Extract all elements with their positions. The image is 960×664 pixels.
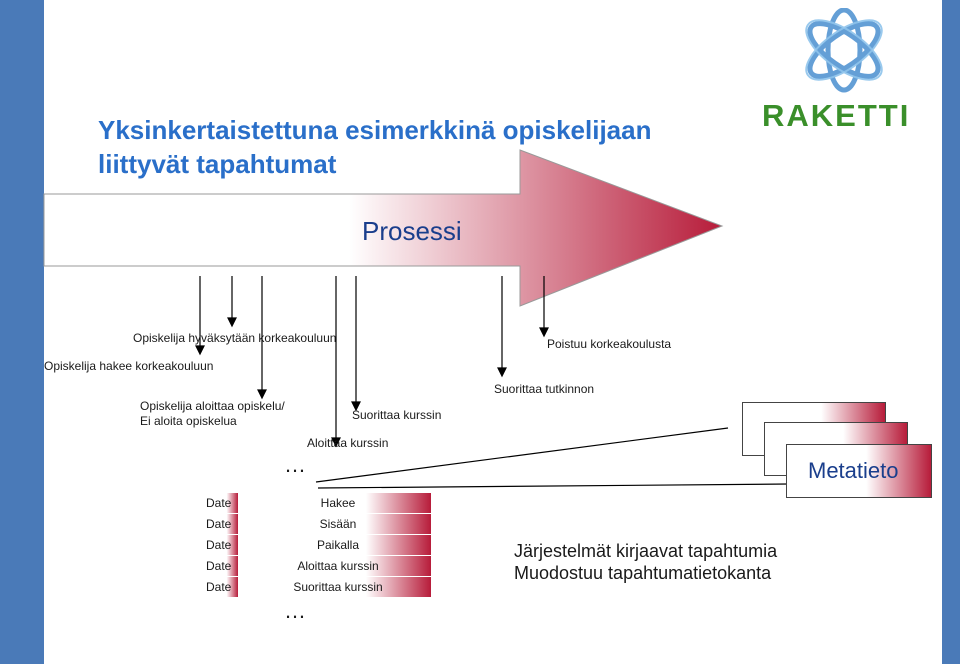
left-accent-bar: [0, 0, 44, 664]
process-label: Prosessi: [362, 216, 462, 246]
event-hakee: Opiskelija hakee korkeakouluun: [44, 359, 214, 373]
event-hyvaksytty: Opiskelija hyväksytään korkeakouluun: [133, 331, 337, 345]
right-accent-bar: [942, 0, 960, 664]
table-row-date: Date: [200, 535, 238, 555]
metadata-card-front: [786, 444, 932, 498]
table-row-date: Date: [200, 556, 238, 576]
event-aloittaa-line-2: Ei aloita opiskelua: [140, 414, 237, 428]
table-row-event: Paikalla: [245, 535, 431, 555]
event-aloittaa-kurssin: Aloittaa kurssin: [307, 436, 389, 450]
raketti-logo-icon: [805, 8, 883, 93]
title-line-2: liittyvät tapahtumat: [98, 149, 337, 179]
table-ellipsis: …: [284, 598, 306, 623]
metadata-label: Metatieto: [808, 458, 899, 483]
system-text-line-1: Järjestelmät kirjaavat tapahtumia: [514, 541, 778, 561]
event-suorittaa-tutkinnon: Suorittaa tutkinnon: [494, 382, 595, 396]
table-row-event: Sisään: [245, 514, 431, 534]
table-row-event: Aloittaa kurssin: [245, 556, 431, 576]
logo-text: RAKETTI: [762, 98, 911, 133]
table-row-date: Date: [200, 577, 238, 597]
system-text: Järjestelmät kirjaavat tapahtumia Muodos…: [514, 540, 777, 584]
table-row-event: Hakee: [245, 493, 431, 513]
table-row-event: Suorittaa kurssin: [245, 577, 431, 597]
event-suorittaa-kurssin: Suorittaa kurssin: [352, 408, 442, 422]
table-row-date: Date: [200, 493, 238, 513]
table-row-date: Date: [200, 514, 238, 534]
events-ellipsis: …: [284, 452, 306, 477]
event-aloittaa-line-1: Opiskelija aloittaa opiskelu/: [140, 399, 285, 413]
title-line-1: Yksinkertaistettuna esimerkkinä opiskeli…: [98, 115, 652, 145]
slide-title: Yksinkertaistettuna esimerkkinä opiskeli…: [98, 113, 658, 181]
system-text-line-2: Muodostuu tapahtumatietokanta: [514, 563, 772, 583]
process-arrow: [43, 149, 724, 307]
event-poistuu: Poistuu korkeakoulusta: [547, 337, 672, 351]
